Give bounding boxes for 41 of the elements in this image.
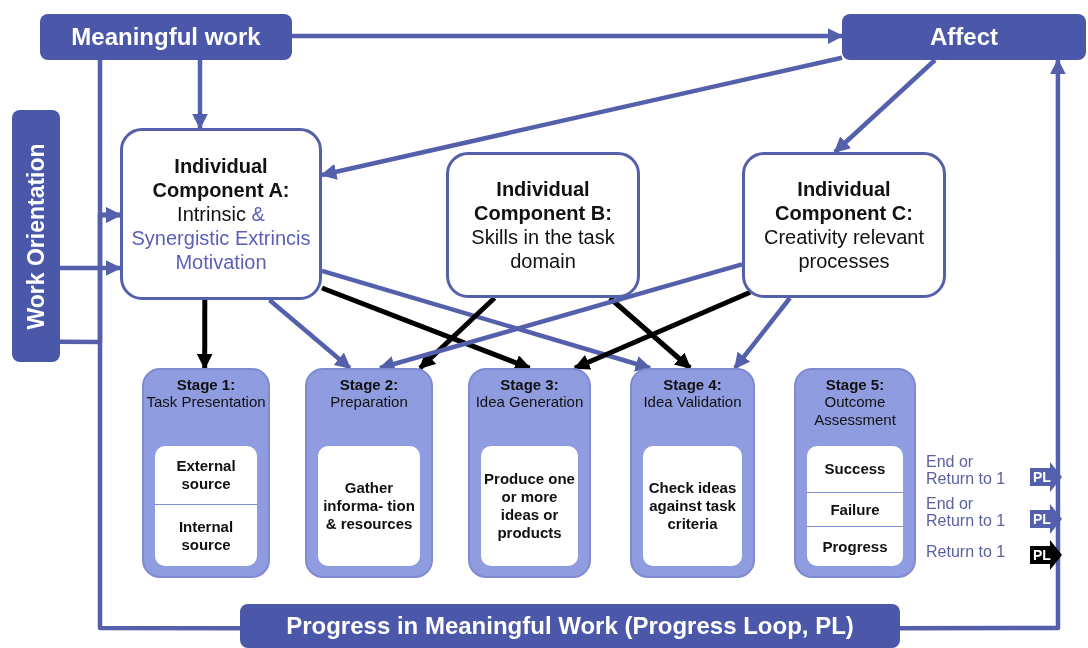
arrow xyxy=(320,55,843,180)
arrow xyxy=(833,58,937,154)
arrow xyxy=(418,296,497,370)
arrow xyxy=(321,268,652,372)
arrow xyxy=(733,296,792,370)
step-box: Gather informa- tion & resources xyxy=(318,446,420,566)
stage-box: Stage 4: Idea Validation Check ideas against task criteria xyxy=(630,368,755,578)
component-box: Individual Component A: Intrinsic & Synergistic Extrincis Motivation xyxy=(120,128,322,300)
step-box: Internal source xyxy=(155,504,257,566)
pl-tag: PL xyxy=(1030,462,1062,492)
heading-box: Progress in Meaningful Work (Progress Loop, PL) xyxy=(240,604,900,648)
step-box: External source xyxy=(155,446,257,504)
pl-tag: PL xyxy=(1030,540,1062,570)
arrow xyxy=(321,285,531,371)
outcome-note: Return to 1 xyxy=(926,544,1007,561)
outcome-note: End or Return to 1 xyxy=(926,454,1007,488)
arrow xyxy=(196,300,213,370)
arrow xyxy=(292,28,844,45)
vertical-heading-box: Work Orientation xyxy=(12,110,60,362)
stage-box: Stage 1: Task Presentation External source Internal source xyxy=(142,368,270,578)
heading-box: Affect xyxy=(842,14,1086,60)
step-box: Check ideas against task criteria xyxy=(643,446,742,566)
stage-box: Stage 5: Outcome Assessment Success Failure Progress xyxy=(794,368,916,578)
component-box: Individual Component B: Skills in the task domain xyxy=(446,152,640,298)
stage-box: Stage 3: Idea Generation Produce one or more ideas or products xyxy=(468,368,591,578)
outcome-row: Failure xyxy=(807,492,903,526)
outcome-row: Success xyxy=(807,446,903,492)
arrow xyxy=(60,260,122,276)
outcome-note: End or Return to 1 xyxy=(926,496,1007,530)
component-box: Individual Component C: Creativity relevant processes xyxy=(742,152,946,298)
outcome-row: Progress xyxy=(807,526,903,566)
arrow xyxy=(192,60,208,130)
step-box: Produce one or more ideas or products xyxy=(481,446,578,566)
arrow xyxy=(268,298,352,370)
stage-box: Stage 2: Preparation Gather informa- tion & resources xyxy=(305,368,433,578)
arrow xyxy=(900,58,1066,631)
heading-box: Meaningful work xyxy=(40,14,292,60)
pl-tag: PL xyxy=(1030,504,1062,534)
arrow xyxy=(573,289,752,371)
arrow xyxy=(608,296,692,370)
arrow xyxy=(60,207,122,345)
